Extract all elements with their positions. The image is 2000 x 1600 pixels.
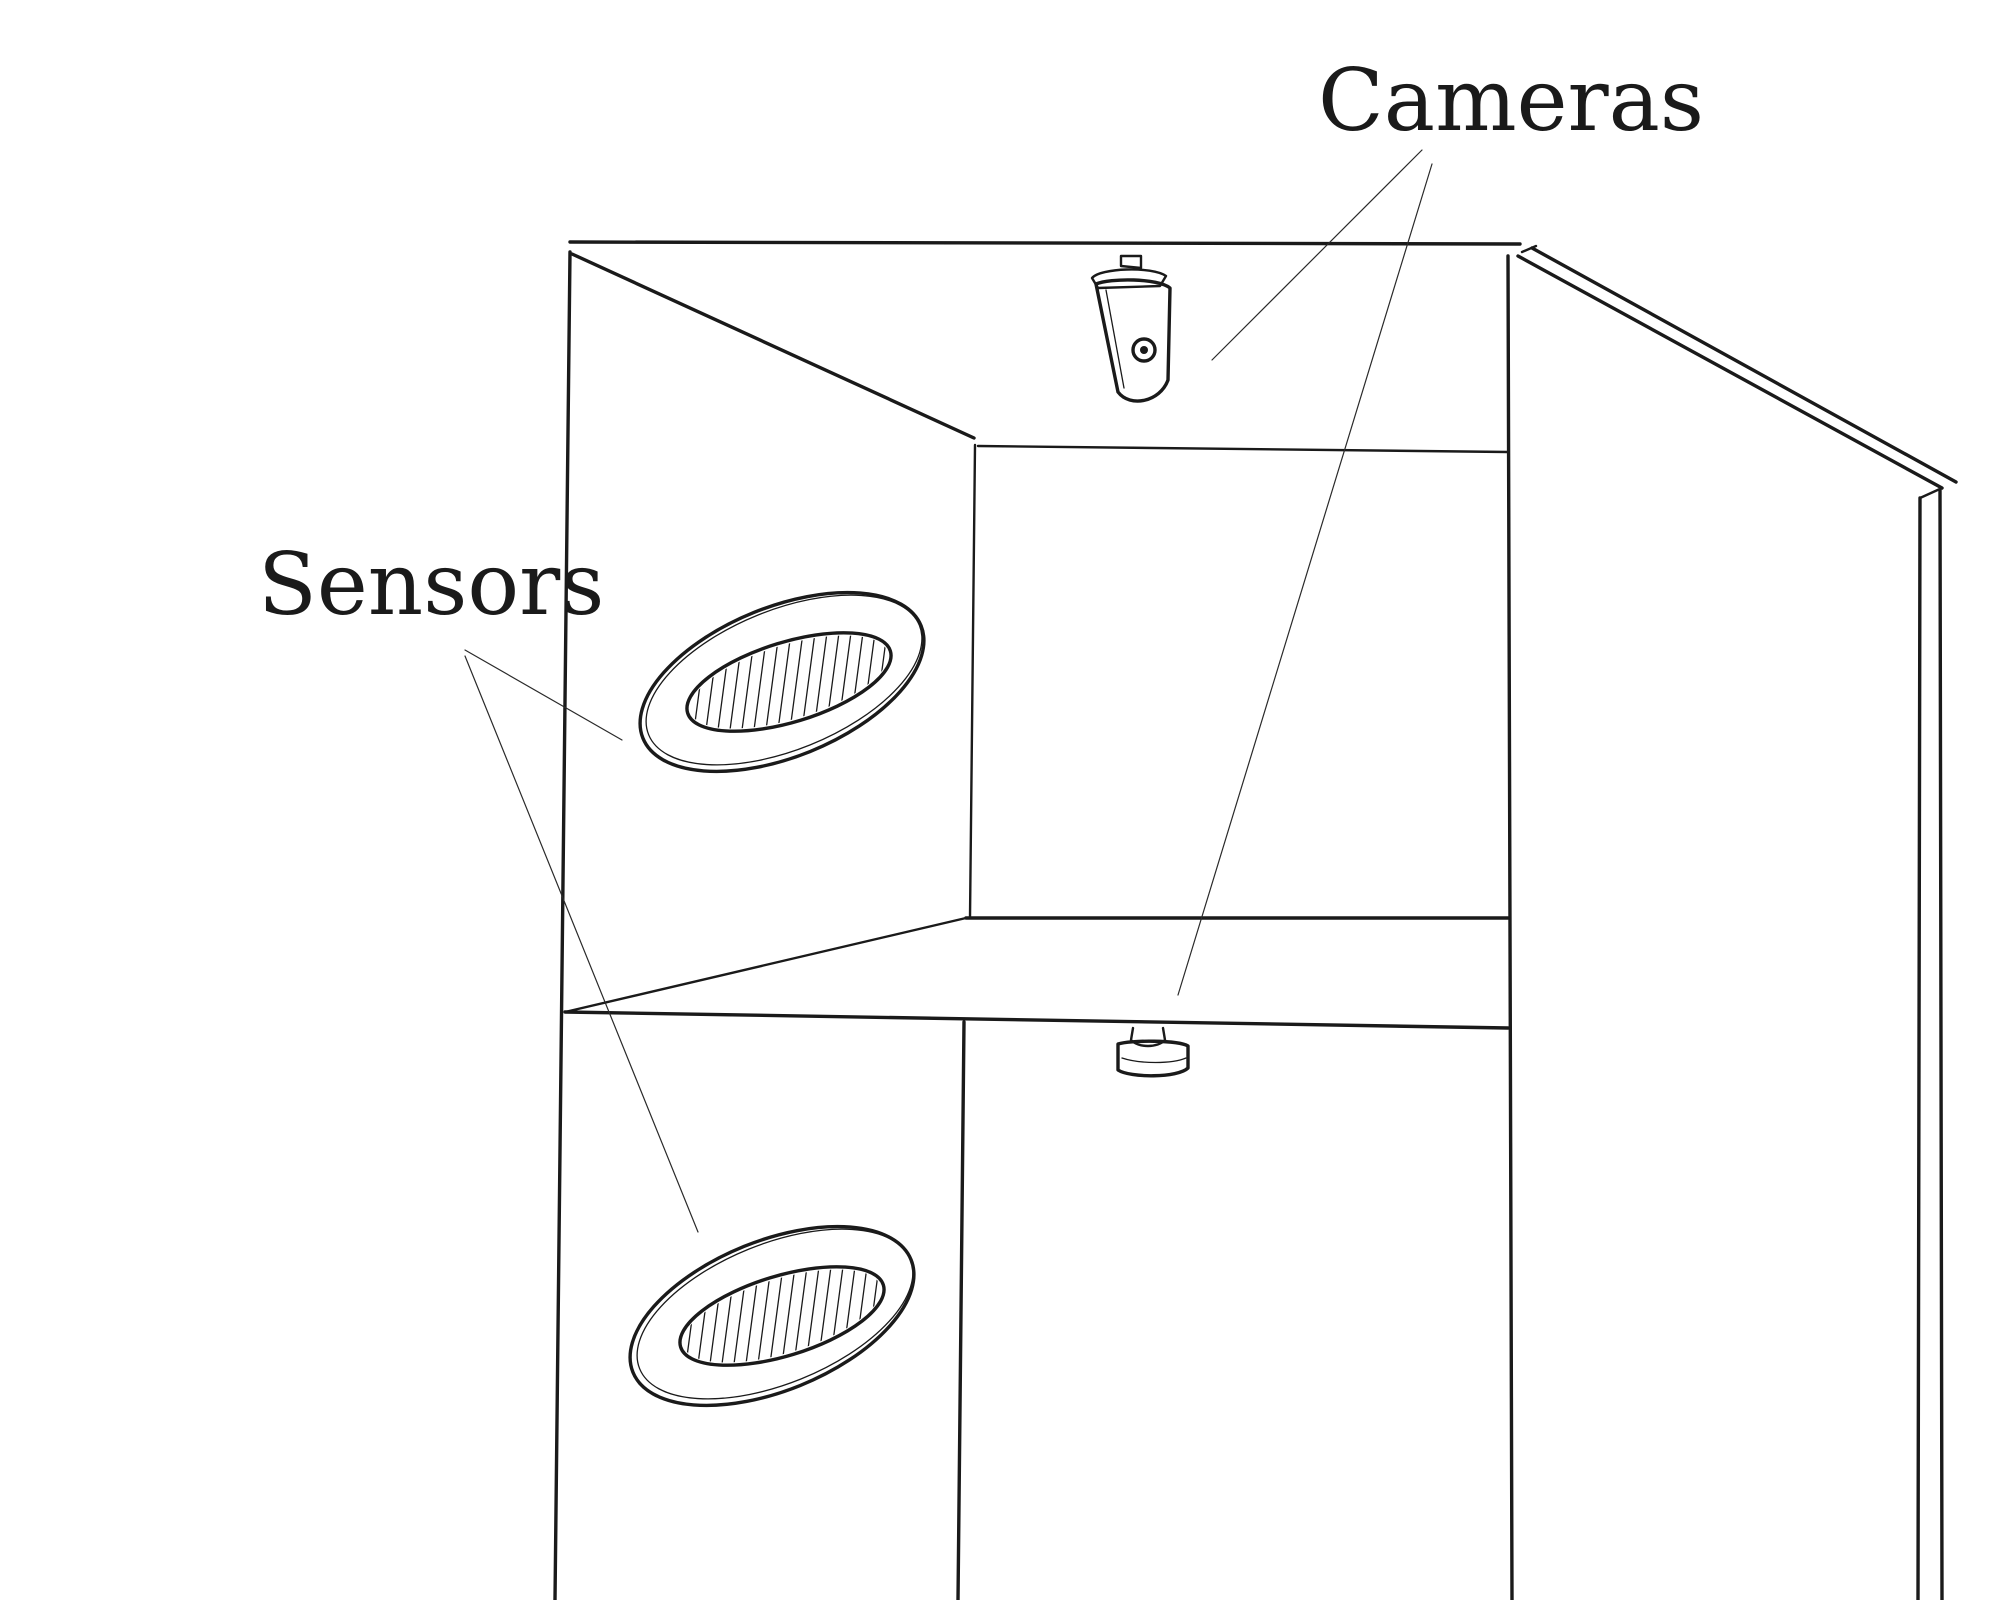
camera-icon: [1090, 254, 1172, 403]
cabinet-frame: [553, 240, 1522, 1600]
camera-leader-lines: [1177, 149, 1433, 996]
sensor-leader-lines: [464, 649, 699, 1233]
open-door: [1516, 244, 1958, 1600]
sensor-icon: [628, 1224, 916, 1408]
sensors-label: Sensors: [258, 535, 605, 635]
sensor-icon: [638, 590, 926, 774]
cameras-label: Cameras: [1318, 51, 1705, 151]
camera-icon: [1116, 1026, 1190, 1078]
